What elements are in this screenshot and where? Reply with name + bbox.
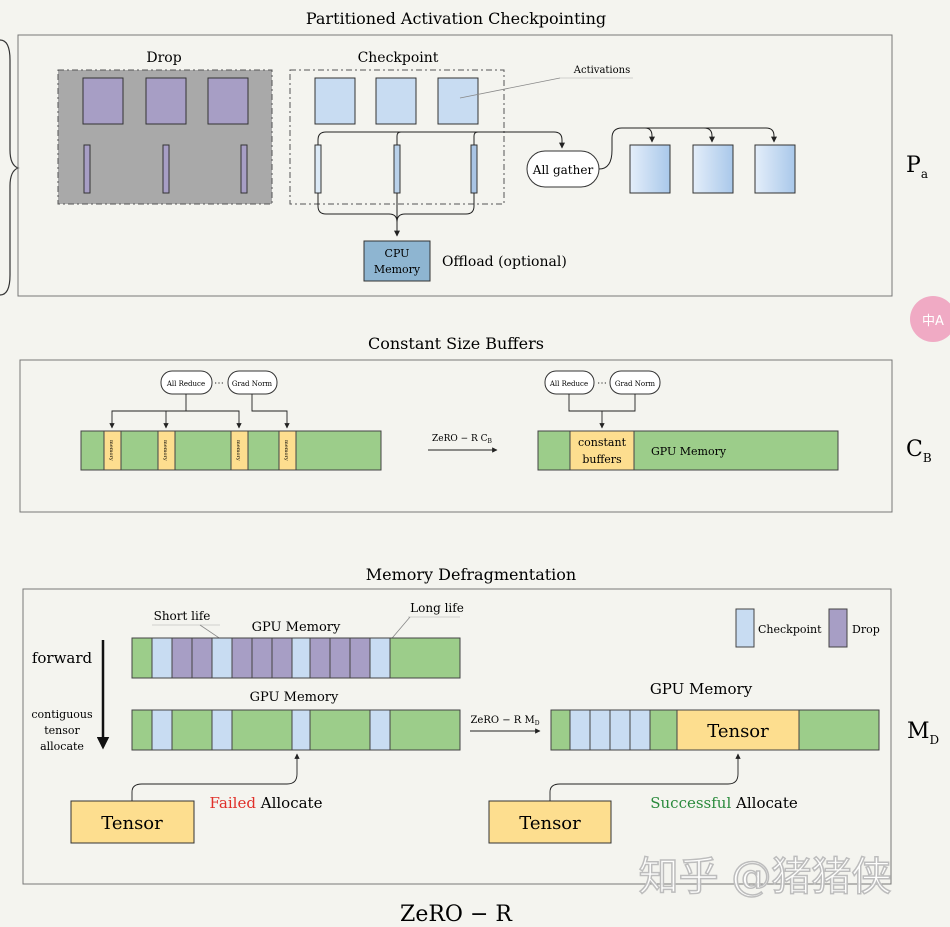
forward-blocks <box>151 637 391 679</box>
successful-allocate-label: Successful Allocate <box>650 794 798 812</box>
contiguous-label: contiguous <box>31 708 93 721</box>
tensor-left <box>70 800 195 844</box>
svg-text:All Reduce: All Reduce <box>549 380 588 388</box>
drop-label: Drop <box>146 50 181 66</box>
cpu-memory-label: CPU <box>385 247 410 260</box>
cb-side-label: CB <box>906 437 932 465</box>
svg-text:Tensor: Tensor <box>101 813 163 834</box>
pa-title: Partitioned Activation Checkpointing <box>306 9 606 28</box>
all-gather-label: All gather <box>532 163 594 177</box>
svg-text:allocate: allocate <box>40 740 84 753</box>
drop-bar <box>83 144 91 194</box>
checkpoint-activation-block <box>314 77 356 125</box>
checkpoint-activation-block <box>375 77 417 125</box>
md-frame <box>22 588 892 885</box>
forward-label: forward <box>32 649 93 667</box>
svg-text:⋯: ⋯ <box>214 378 224 389</box>
checkpoint-panel <box>289 69 505 205</box>
checkpoint-bar <box>314 144 322 194</box>
svg-text:memory: memory <box>108 440 114 461</box>
svg-text:All Reduce: All Reduce <box>166 380 205 388</box>
svg-text:tensor: tensor <box>44 724 80 737</box>
constant-buffers-block <box>569 430 635 471</box>
footer-title: ZeRO − R <box>400 902 513 927</box>
gathered-activation-block <box>629 144 671 194</box>
offload-label: Offload (optional) <box>442 254 567 270</box>
checkpoint-activation-block <box>437 77 479 125</box>
activations-pointer <box>459 77 561 99</box>
tensor-right <box>488 800 612 844</box>
pa-frame <box>17 34 893 297</box>
legend-checkpoint-swatch <box>735 608 755 648</box>
translate-icon[interactable]: 中A <box>910 296 950 342</box>
gpu-memory-top-label: GPU Memory <box>252 620 341 635</box>
gathered-activation-block <box>754 144 796 194</box>
md-title: Memory Defragmentation <box>366 565 576 584</box>
drop-activation-block <box>145 77 187 125</box>
cb-gpu-memory-label: GPU Memory <box>651 445 727 458</box>
svg-text:memory: memory <box>235 440 241 461</box>
gpu-memory-mid-label: GPU Memory <box>250 690 339 705</box>
legend-drop-swatch <box>828 608 848 648</box>
svg-text:memory: memory <box>283 440 289 461</box>
svg-text:Tensor: Tensor <box>707 721 769 742</box>
svg-text:buffers: buffers <box>582 453 622 466</box>
cb-title: Constant Size Buffers <box>368 334 544 353</box>
grad-norm-node-left <box>227 370 278 395</box>
svg-text:Grad Norm: Grad Norm <box>232 380 273 388</box>
cpu-memory-label: Memory <box>374 263 421 276</box>
all-reduce-node-left <box>160 370 213 395</box>
short-life-label: Short life <box>154 609 211 623</box>
checkpoint-bar <box>470 144 478 194</box>
fragmented-buffers: memory memory memory memory <box>103 430 297 471</box>
md-side-label: MD <box>907 719 939 747</box>
cb-arrow-label: ZeRO − R CB <box>432 434 493 445</box>
svg-text:⋯: ⋯ <box>597 378 607 389</box>
drop-bar <box>240 144 248 194</box>
checkpoint-label: Checkpoint <box>358 50 439 66</box>
cpu-memory-box <box>363 240 431 282</box>
gathered-activation-block <box>692 144 734 194</box>
cb-frame <box>19 359 893 513</box>
drop-activation-block <box>82 77 124 125</box>
watermark: 知乎 @猪猪侠 <box>639 854 892 900</box>
drop-bar <box>162 144 170 194</box>
activations-label: Activations <box>573 65 630 76</box>
md-arrow-label: ZeRO − R MD <box>470 715 539 727</box>
tensor-allocated <box>676 709 800 751</box>
left-brace <box>0 39 20 296</box>
drop-activation-block <box>207 77 249 125</box>
gpu-memory-right-label: GPU Memory <box>650 680 753 698</box>
all-reduce-node-right <box>544 370 595 395</box>
legend-checkpoint-label: Checkpoint <box>758 623 822 636</box>
retained-checkpoints <box>151 709 391 751</box>
svg-text:memory: memory <box>162 440 168 461</box>
checkpoint-bar <box>393 144 401 194</box>
long-life-label: Long life <box>410 601 464 615</box>
pa-side-label: Pa <box>906 153 928 181</box>
failed-allocate-label: Failed Allocate <box>210 794 323 812</box>
compacted-checkpoints <box>569 709 651 751</box>
legend-drop-label: Drop <box>852 623 880 636</box>
svg-text:constant: constant <box>578 436 627 449</box>
svg-text:Grad Norm: Grad Norm <box>615 380 656 388</box>
svg-text:Tensor: Tensor <box>519 813 581 834</box>
